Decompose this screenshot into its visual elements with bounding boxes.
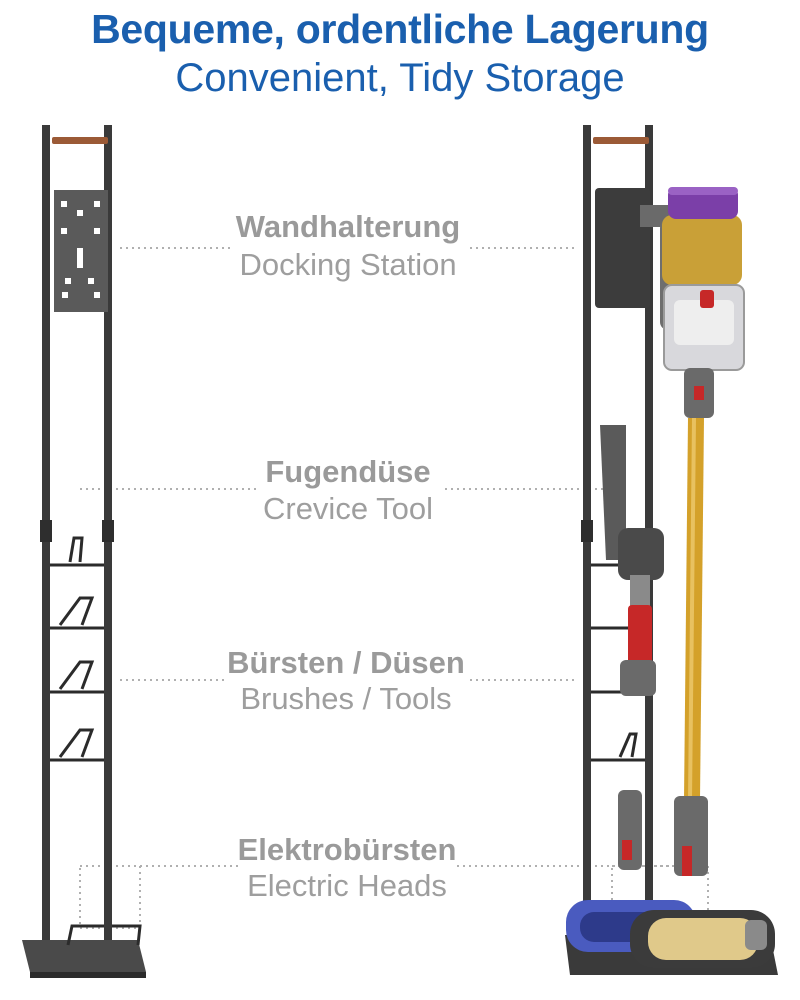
stand-base-plate	[22, 940, 146, 972]
empty-stand	[22, 125, 146, 978]
loaded-stand	[565, 125, 778, 975]
callout-electric-english: Electric Heads	[247, 868, 447, 903]
callout-brushes-german: Bürsten / Düsen	[227, 645, 465, 680]
loaded-wood-handle	[593, 137, 649, 144]
spare-brush-head	[618, 790, 642, 870]
callout-docking-german: Wandhalterung	[235, 209, 461, 244]
loaded-pole-right	[645, 125, 653, 915]
callout-electric-german: Elektrobürsten	[237, 832, 457, 867]
heading-english: Convenient, Tidy Storage	[175, 56, 625, 100]
callout-brushes-english: Brushes / Tools	[240, 681, 452, 716]
floor-head-right	[630, 910, 775, 968]
heading-german: Bequeme, ordentliche Lagerung	[91, 6, 709, 52]
stand-wire-hooks	[50, 536, 104, 762]
vacuum-cleaner	[660, 187, 745, 876]
callout-docking-english: Docking Station	[239, 247, 457, 282]
leader-lines	[79, 247, 709, 929]
stand-wood-handle	[52, 137, 108, 144]
docking-mount	[595, 188, 650, 308]
combination-tool	[618, 528, 664, 696]
callout-crevice-english: Crevice Tool	[262, 491, 433, 526]
callout-crevice-german: Fugendüse	[265, 454, 431, 489]
crevice-tool	[600, 425, 626, 560]
